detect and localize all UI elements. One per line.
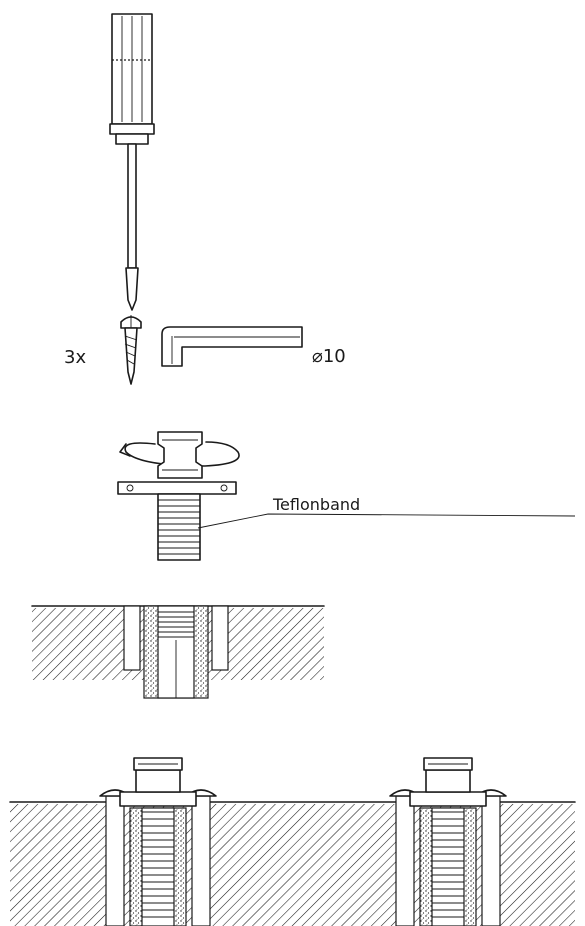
screw-icon xyxy=(120,315,142,385)
section-thread-lines xyxy=(158,611,194,638)
installed-fitting-left xyxy=(99,757,217,926)
thread-lines xyxy=(158,499,200,555)
teflon-leader xyxy=(197,513,576,529)
teflon-label: Teflonband xyxy=(272,495,360,514)
fitting-icon xyxy=(117,431,240,561)
screwdriver-icon xyxy=(109,13,155,311)
section-installed xyxy=(9,801,576,926)
installed-thread-lines xyxy=(142,811,464,918)
wrench-size-label: ⌀10 xyxy=(312,346,346,367)
allen-key-icon xyxy=(161,326,303,367)
section-prepared-hole xyxy=(31,605,325,699)
installed-fitting-right xyxy=(389,757,507,926)
screw-count-label: 3x xyxy=(64,347,86,368)
